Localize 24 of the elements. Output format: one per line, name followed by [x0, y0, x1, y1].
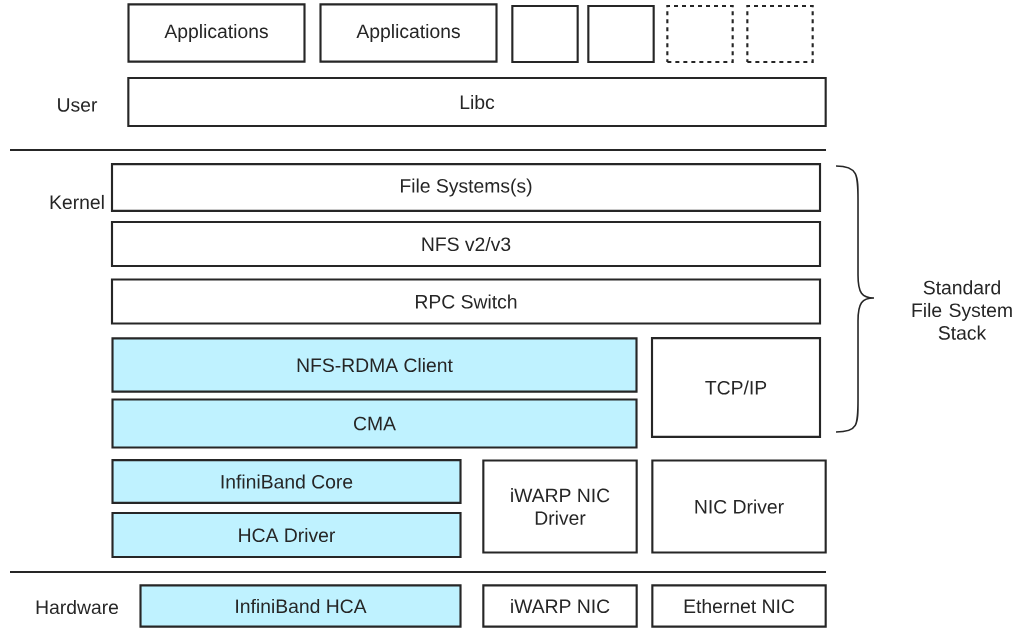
dashed-box — [666, 4, 734, 64]
layer-box: InfiniBand Core — [111, 459, 462, 504]
layer-label: Standard File System Stack — [912, 280, 1012, 340]
layer-box: NIC Driver — [651, 459, 827, 554]
layer-box: NFS-RDMA Client — [111, 337, 638, 393]
layer-box: File Systems(s) — [110, 163, 822, 212]
layer-box: InfiniBand HCA — [139, 584, 462, 628]
layer-box: Applications — [127, 3, 306, 63]
empty-box — [511, 4, 579, 64]
dashed-box — [746, 4, 814, 64]
layer-label: Hardware — [36, 599, 119, 615]
layer-box: Ethernet NIC — [651, 584, 827, 628]
layer-box: iWARP NIC Driver — [482, 459, 638, 554]
layer-box: RPC Switch — [110, 278, 822, 325]
layer-box: TCP/IP — [650, 337, 822, 438]
layer-label: Kernel — [50, 194, 104, 210]
layer-label: User — [58, 98, 98, 112]
layer-box: NFS v2/v3 — [110, 220, 822, 268]
layer-box: Applications — [319, 3, 498, 63]
layer-box: Libc — [127, 76, 827, 128]
layer-box: iWARP NIC — [482, 584, 638, 628]
layer-box: CMA — [111, 398, 638, 449]
empty-box — [587, 4, 655, 64]
layer-box: HCA Driver — [111, 511, 462, 559]
